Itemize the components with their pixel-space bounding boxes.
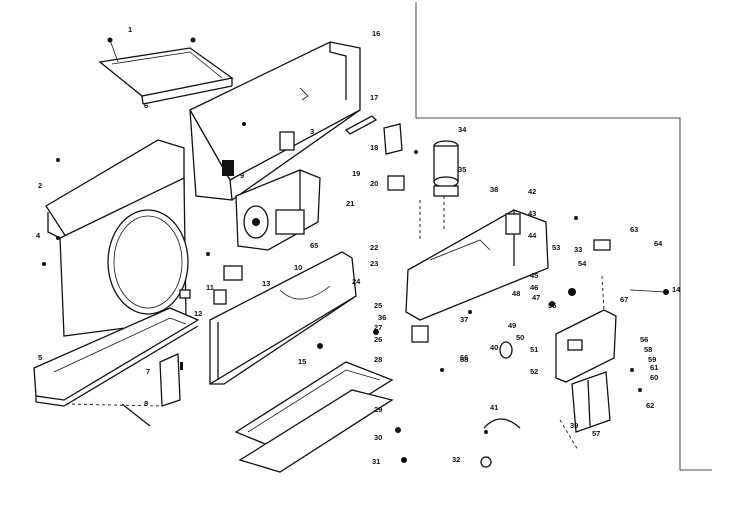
callout-57: 57 [592, 429, 600, 438]
part-top-plate [98, 37, 234, 105]
callout-19: 19 [352, 169, 360, 178]
callout-27: 27 [374, 323, 382, 332]
callout-52: 52 [530, 367, 538, 376]
callout-41: 41 [490, 403, 498, 412]
callout-38: 38 [490, 185, 498, 194]
part-switch-panel [555, 309, 617, 433]
part-screws [42, 158, 669, 392]
callout-39: 39 [570, 421, 578, 430]
callout-62: 62 [646, 401, 654, 410]
border-line-top [415, 2, 712, 471]
part-blower-housing [235, 169, 321, 251]
callout-20: 20 [370, 179, 378, 188]
callout-23: 23 [370, 259, 378, 268]
part-capacitor [433, 140, 459, 197]
callout-30: 30 [374, 433, 382, 442]
callout-16: 16 [372, 29, 380, 38]
callout-15: 15 [298, 357, 306, 366]
callout-56: 56 [640, 335, 648, 344]
callout-34: 34 [458, 125, 467, 134]
callout-3: 3 [310, 127, 314, 136]
callout-60: 60 [650, 373, 658, 382]
callout-40: 40 [490, 343, 498, 352]
callout-50: 50 [516, 333, 524, 342]
part-top-panel [189, 41, 361, 201]
callout-26: 26 [374, 335, 382, 344]
callout-29: 29 [374, 405, 382, 414]
callout-35: 35 [458, 165, 466, 174]
callout-14: 14 [672, 285, 681, 294]
callout-36: 36 [378, 313, 386, 322]
callout-13: 13 [262, 279, 270, 288]
part-partition-panel [209, 251, 357, 385]
callout-68: 68 [460, 355, 468, 364]
callout-48: 48 [512, 289, 520, 298]
callout-46: 46 [530, 283, 538, 292]
callout-11: 11 [206, 283, 214, 292]
callout-53: 53 [552, 243, 560, 252]
callout-33: 33 [574, 245, 582, 254]
callout-2: 2 [38, 181, 42, 190]
callout-4: 4 [36, 231, 41, 240]
callout-1: 1 [128, 25, 132, 34]
callout-32: 32 [452, 455, 460, 464]
part-cabinet [45, 139, 189, 337]
callout-7: 7 [146, 367, 150, 376]
part-control-chassis [405, 209, 549, 321]
callout-18: 18 [370, 143, 378, 152]
callout-55: 55 [548, 301, 556, 310]
callout-59: 59 [648, 355, 656, 364]
callout-31: 31 [372, 457, 380, 466]
part-small-components-right [395, 213, 611, 468]
callout-17: 17 [370, 93, 378, 102]
callout-21: 21 [346, 199, 354, 208]
callout-66: 66 [460, 353, 468, 362]
part-bracket-7 [159, 353, 183, 407]
callout-28: 28 [374, 355, 382, 364]
callout-47: 47 [532, 293, 540, 302]
part-drain-pan [234, 361, 394, 473]
callout-22: 22 [370, 243, 378, 252]
callout-12: 12 [194, 309, 202, 318]
callout-labels: 1234567891011121314151617181920212223242… [36, 25, 681, 466]
callout-43: 43 [528, 209, 536, 218]
callout-5: 5 [38, 353, 42, 362]
part-base-pan-left [33, 307, 200, 427]
callout-10: 10 [294, 263, 302, 272]
callout-64: 64 [654, 239, 663, 248]
callout-51: 51 [530, 345, 538, 354]
callout-8: 8 [144, 399, 148, 408]
callout-44: 44 [528, 231, 537, 240]
callout-45: 45 [530, 271, 538, 280]
callout-24: 24 [352, 277, 361, 286]
callout-58: 58 [644, 345, 652, 354]
callout-54: 54 [578, 259, 587, 268]
callout-25: 25 [374, 301, 382, 310]
callout-6: 6 [144, 101, 148, 110]
callout-37: 37 [460, 315, 468, 324]
callout-61: 61 [650, 363, 658, 372]
leader-lines [65, 196, 605, 451]
callout-49: 49 [508, 321, 516, 330]
callout-63: 63 [630, 225, 638, 234]
callout-42: 42 [528, 187, 536, 196]
callout-67: 67 [620, 295, 628, 304]
callout-9: 9 [240, 171, 244, 180]
part-small-components-mid [179, 115, 418, 305]
callout-65: 65 [310, 241, 318, 250]
